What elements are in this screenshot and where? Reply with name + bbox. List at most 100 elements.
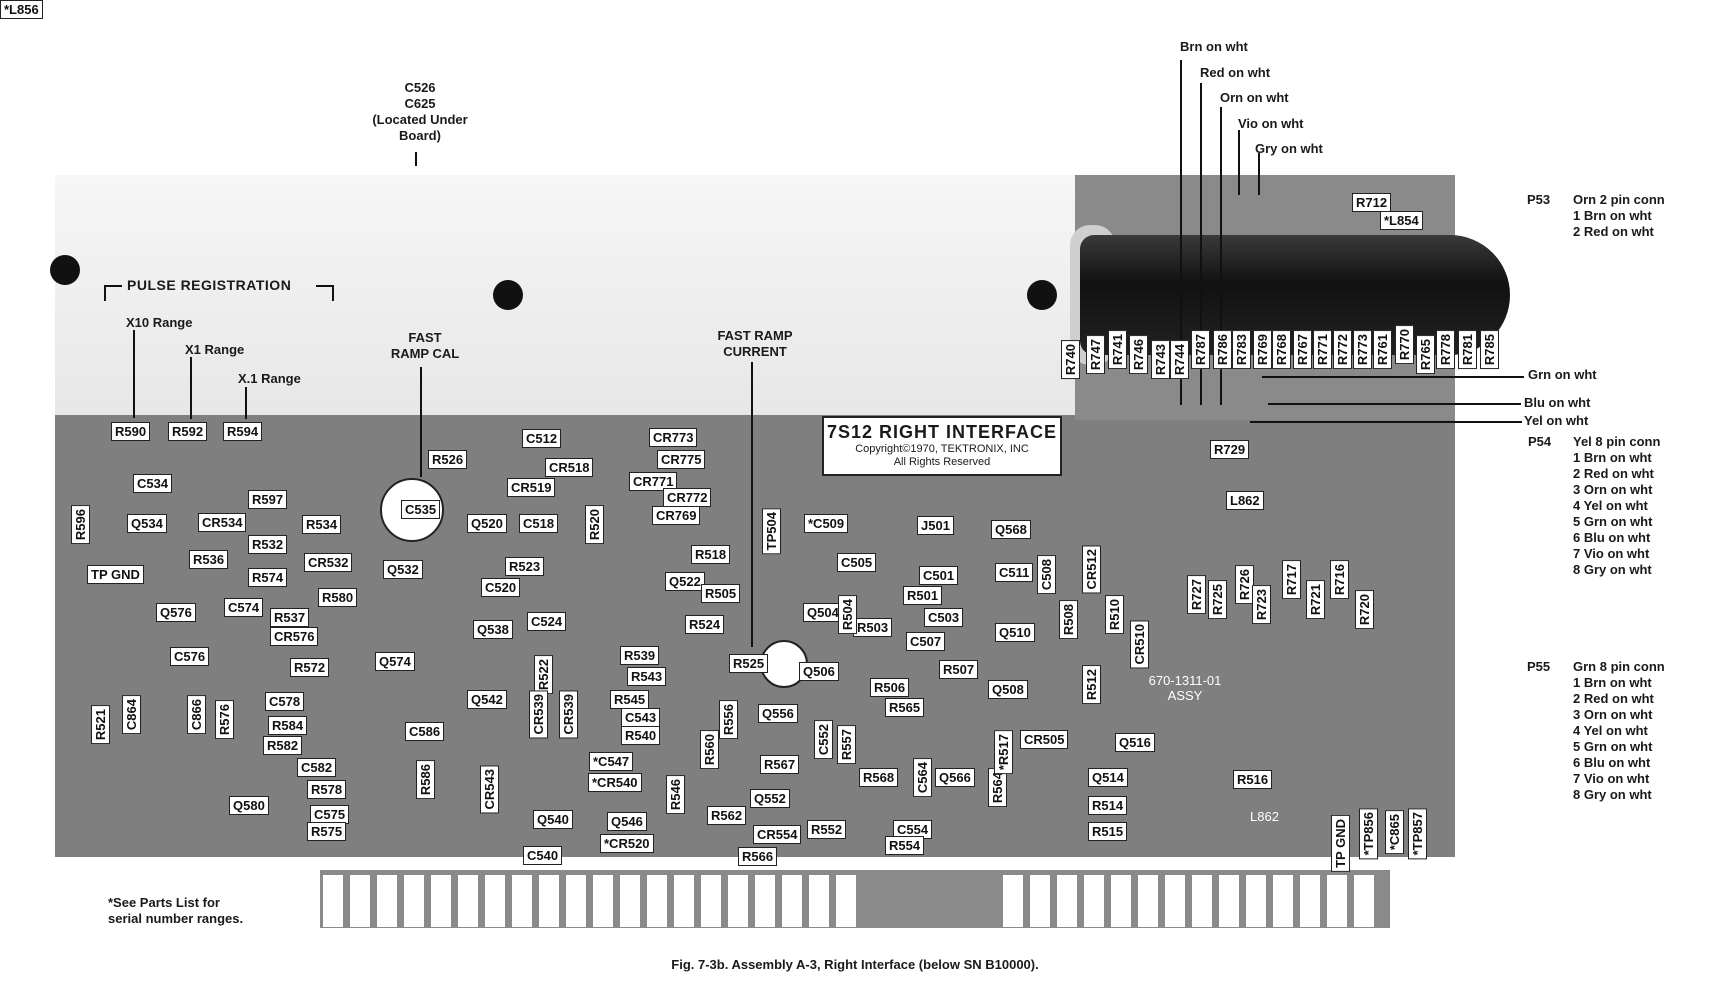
component-label: R546: [666, 775, 685, 815]
component-label: C864: [122, 695, 141, 735]
component-label: Q568: [991, 520, 1031, 539]
leader-line: [751, 362, 753, 647]
component-label: Q520: [467, 514, 507, 533]
component-label: R592: [168, 422, 208, 441]
component-label: R720: [1355, 590, 1374, 630]
edge-finger: [539, 875, 559, 927]
component-label: *L854: [1380, 211, 1423, 230]
component-label: R740: [1061, 340, 1080, 380]
component-label: J501: [917, 516, 954, 535]
component-label: R539: [620, 646, 660, 665]
component-label: R717: [1282, 560, 1301, 600]
component-label: C578: [265, 692, 305, 711]
component-label: *TP856: [1359, 808, 1378, 860]
component-label: CR534: [198, 513, 247, 532]
component-label: R743: [1151, 340, 1170, 380]
edge-finger: [350, 875, 370, 927]
component-label: R786: [1213, 330, 1232, 370]
component-label: R741: [1108, 330, 1127, 370]
component-label: Q532: [383, 560, 423, 579]
component-label: R721: [1306, 580, 1325, 620]
component-label: C503: [924, 608, 964, 627]
component-label: R578: [307, 780, 347, 799]
component-label: R781: [1458, 330, 1477, 370]
edge-finger: [323, 875, 343, 927]
component-label: Q510: [995, 623, 1035, 642]
edge-finger: [755, 875, 775, 927]
component-label: R597: [248, 490, 288, 509]
edge-finger: [782, 875, 802, 927]
component-label: R772: [1333, 330, 1352, 370]
component-label: R727: [1187, 575, 1206, 615]
wire-yel-label: Yel on wht: [1524, 413, 1589, 428]
figure-caption: Fig. 7-3b. Assembly A-3, Right Interface…: [671, 957, 1039, 972]
component-label: TP GND: [87, 565, 144, 584]
edge-finger: [566, 875, 586, 927]
component-label: R765: [1416, 335, 1435, 375]
edge-finger: [728, 875, 748, 927]
component-label: R566: [738, 847, 778, 866]
wire-vio-label: Vio on wht: [1238, 116, 1304, 131]
board-rights: All Rights Reserved: [893, 456, 991, 468]
component-label: CR510: [1130, 620, 1149, 669]
component-label: R536: [189, 550, 229, 569]
component-label: R785: [1480, 330, 1499, 370]
component-label: C582: [297, 758, 337, 777]
component-label: L862: [1226, 491, 1264, 510]
bracket-line: [104, 285, 106, 301]
component-label: R729: [1210, 440, 1250, 459]
leader-line: [1180, 60, 1182, 405]
component-label: *CR520: [600, 834, 654, 853]
mount-hole: [1027, 280, 1057, 310]
component-label: TP GND: [1331, 815, 1350, 872]
component-label: CR539: [529, 690, 548, 739]
component-label: C508: [1037, 555, 1056, 595]
component-label: R562: [707, 806, 747, 825]
leader-line: [1238, 130, 1240, 195]
edge-finger: [593, 875, 613, 927]
component-label: R716: [1330, 560, 1349, 600]
component-label: R521: [91, 705, 110, 745]
edge-finger: [1084, 875, 1104, 927]
component-label: C534: [133, 474, 173, 493]
component-label: R543: [627, 667, 667, 686]
component-label: R594: [223, 422, 263, 441]
component-label: R590: [111, 422, 151, 441]
component-label: CR772: [663, 488, 712, 507]
component-label: Q556: [758, 704, 798, 723]
edge-finger: [458, 875, 478, 927]
component-label: R767: [1293, 330, 1312, 370]
component-label: R773: [1353, 330, 1372, 370]
component-label: CR775: [657, 450, 706, 469]
component-label: R747: [1086, 335, 1105, 375]
component-label: Q516: [1115, 733, 1155, 752]
component-label: C576: [170, 647, 210, 666]
component-label: R576: [215, 700, 234, 740]
component-label: *C547: [589, 752, 634, 771]
component-label: CR769: [652, 506, 701, 525]
component-label: CR505: [1020, 730, 1069, 749]
component-label: CR543: [480, 765, 499, 814]
component-label: R532: [248, 535, 288, 554]
component-label: R771: [1313, 330, 1332, 370]
component-label: C543: [621, 708, 661, 727]
leader-line: [190, 357, 192, 419]
component-label: C505: [837, 553, 877, 572]
component-label: R746: [1129, 335, 1148, 375]
silk-l862: L862: [1250, 809, 1279, 824]
component-label: R582: [263, 736, 303, 755]
component-label: R524: [685, 615, 725, 634]
p55-id: P55: [1527, 659, 1551, 674]
component-label: R586: [416, 760, 435, 800]
component-label: Q508: [988, 680, 1028, 699]
component-label: R514: [1088, 796, 1128, 815]
component-label: R504: [838, 595, 857, 635]
edge-finger: [836, 875, 856, 927]
wire-red-label: Red on wht: [1200, 65, 1271, 80]
edge-finger: [647, 875, 667, 927]
component-label: R787: [1191, 330, 1210, 370]
edge-finger: [1138, 875, 1158, 927]
leader-line: [1250, 421, 1522, 423]
edge-finger: [404, 875, 424, 927]
component-label: C512: [522, 429, 562, 448]
